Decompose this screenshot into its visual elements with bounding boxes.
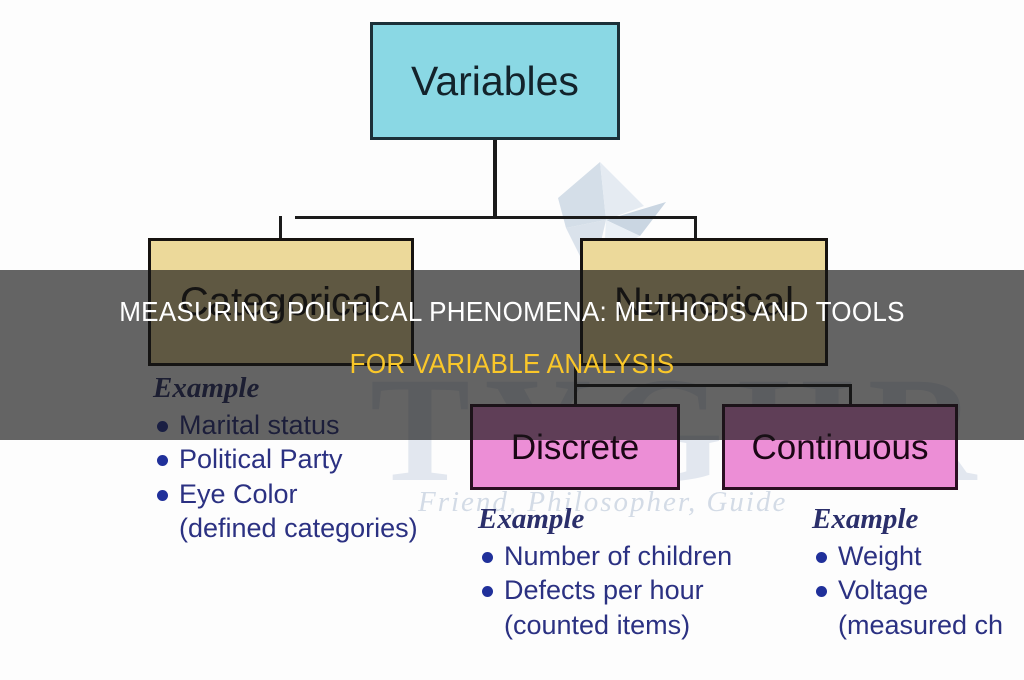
overlay-headline-line-1: MEASURING POLITICAL PHENOMENA: METHODS A… xyxy=(119,296,905,327)
example-list-discrete: Number of children Defects per hour (cou… xyxy=(478,539,732,642)
example-title-continuous: Example xyxy=(812,503,919,535)
list-item: Weight xyxy=(815,539,1003,573)
node-variables: Variables xyxy=(370,22,620,140)
list-item: Number of children xyxy=(481,539,732,573)
watermark-tagline: Friend, Philosopher, Guide xyxy=(418,486,788,518)
overlay-headline: MEASURING POLITICAL PHENOMENA: METHODS A… xyxy=(36,286,988,390)
list-item: Political Party xyxy=(157,442,418,476)
connector-to-categorical xyxy=(279,216,282,240)
connector-to-numerical xyxy=(694,216,697,240)
title-overlay-band xyxy=(0,270,1024,440)
example-block-discrete: Example Number of children Defects per h… xyxy=(478,503,732,642)
overlay-headline-line-2: FOR VARIABLE ANALYSIS xyxy=(349,348,675,379)
connector-root-to-branches xyxy=(493,140,497,218)
list-item: Defects per hour xyxy=(481,573,732,607)
list-item: Eye Color xyxy=(157,477,418,511)
list-item: (defined categories) xyxy=(179,512,418,543)
connector-branch-bar xyxy=(295,216,695,219)
example-list-continuous: Weight Voltage (measured ch xyxy=(812,539,1003,642)
list-item: (measured ch xyxy=(838,609,1004,640)
list-item: Voltage xyxy=(815,573,1003,607)
example-title-discrete: Example xyxy=(478,503,585,535)
example-block-continuous: Example Weight Voltage (measured ch xyxy=(812,503,1003,642)
list-item: (counted items) xyxy=(504,609,691,640)
